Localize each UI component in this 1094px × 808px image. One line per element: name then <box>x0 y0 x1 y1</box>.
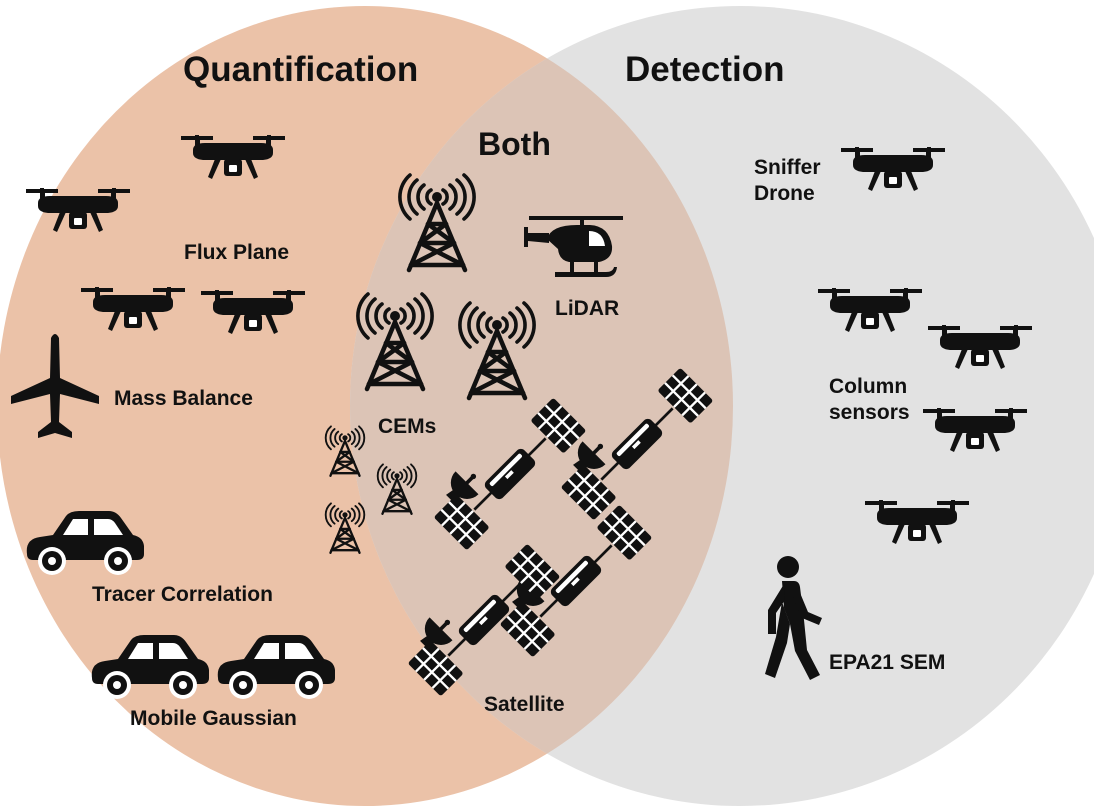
cems-label: CEMs <box>378 415 437 438</box>
both-heading: Both <box>478 126 551 162</box>
flux-plane-label: Flux Plane <box>184 241 290 264</box>
mobile-gaussian-label: Mobile Gaussian <box>130 707 297 730</box>
lidar-label: LiDAR <box>555 297 620 320</box>
detection-heading: Detection <box>625 50 785 89</box>
tracer-correlation-label: Tracer Correlation <box>92 583 273 606</box>
satellite-label: Satellite <box>484 693 565 716</box>
mass-balance-label: Mass Balance <box>114 387 253 410</box>
epa21-sem-label: EPA21 SEM <box>829 651 946 674</box>
quantification-heading: Quantification <box>183 50 419 89</box>
column-sensors-label: Column sensors <box>829 375 910 424</box>
sniffer-drone-label: Sniffer Drone <box>754 156 821 205</box>
overlap-region <box>350 6 733 806</box>
